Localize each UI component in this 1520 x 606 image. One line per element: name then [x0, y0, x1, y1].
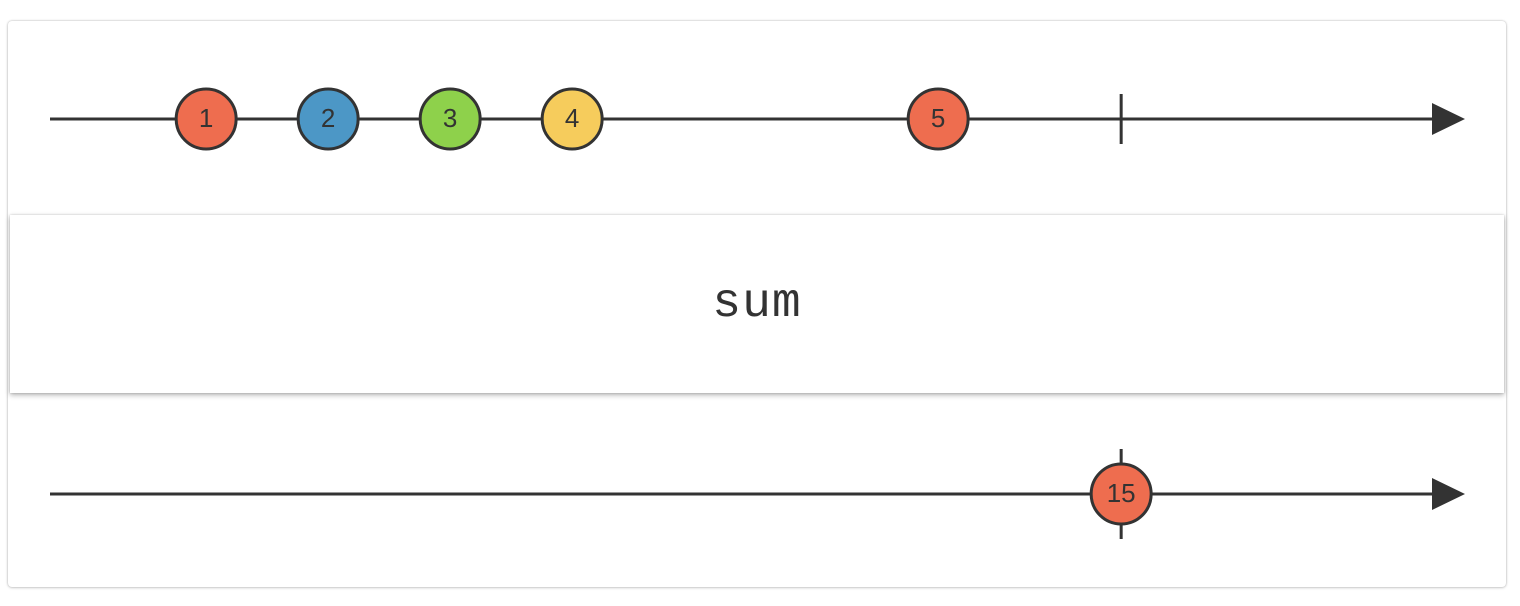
output-arrow-head — [1432, 478, 1465, 510]
input-marble: 3 — [418, 87, 482, 151]
output-timeline: 15 — [50, 449, 1465, 539]
output-marble-label: 15 — [1107, 478, 1136, 508]
input-marble-circle — [296, 87, 360, 151]
input-marble: 2 — [296, 87, 360, 151]
input-arrow-head — [1432, 103, 1465, 135]
input-marble-label: 2 — [321, 103, 335, 133]
input-marble-label: 5 — [931, 103, 945, 133]
input-marble-circle — [418, 87, 482, 151]
input-marble: 5 — [906, 87, 970, 151]
input-marble: 4 — [540, 87, 604, 151]
input-timeline: 1 2 3 4 5 — [50, 87, 1465, 151]
input-marble-circle — [540, 87, 604, 151]
operator-label: sum — [712, 277, 802, 331]
operator-box: sum — [10, 215, 1504, 393]
input-marble: 1 — [174, 87, 238, 151]
input-marble-label: 3 — [443, 103, 457, 133]
input-marble-circle — [174, 87, 238, 151]
input-marble-label: 4 — [565, 103, 579, 133]
output-marble-circle — [1089, 462, 1153, 526]
input-marble-label: 1 — [199, 103, 213, 133]
output-marble: 15 — [1089, 462, 1153, 526]
input-marble-circle — [906, 87, 970, 151]
